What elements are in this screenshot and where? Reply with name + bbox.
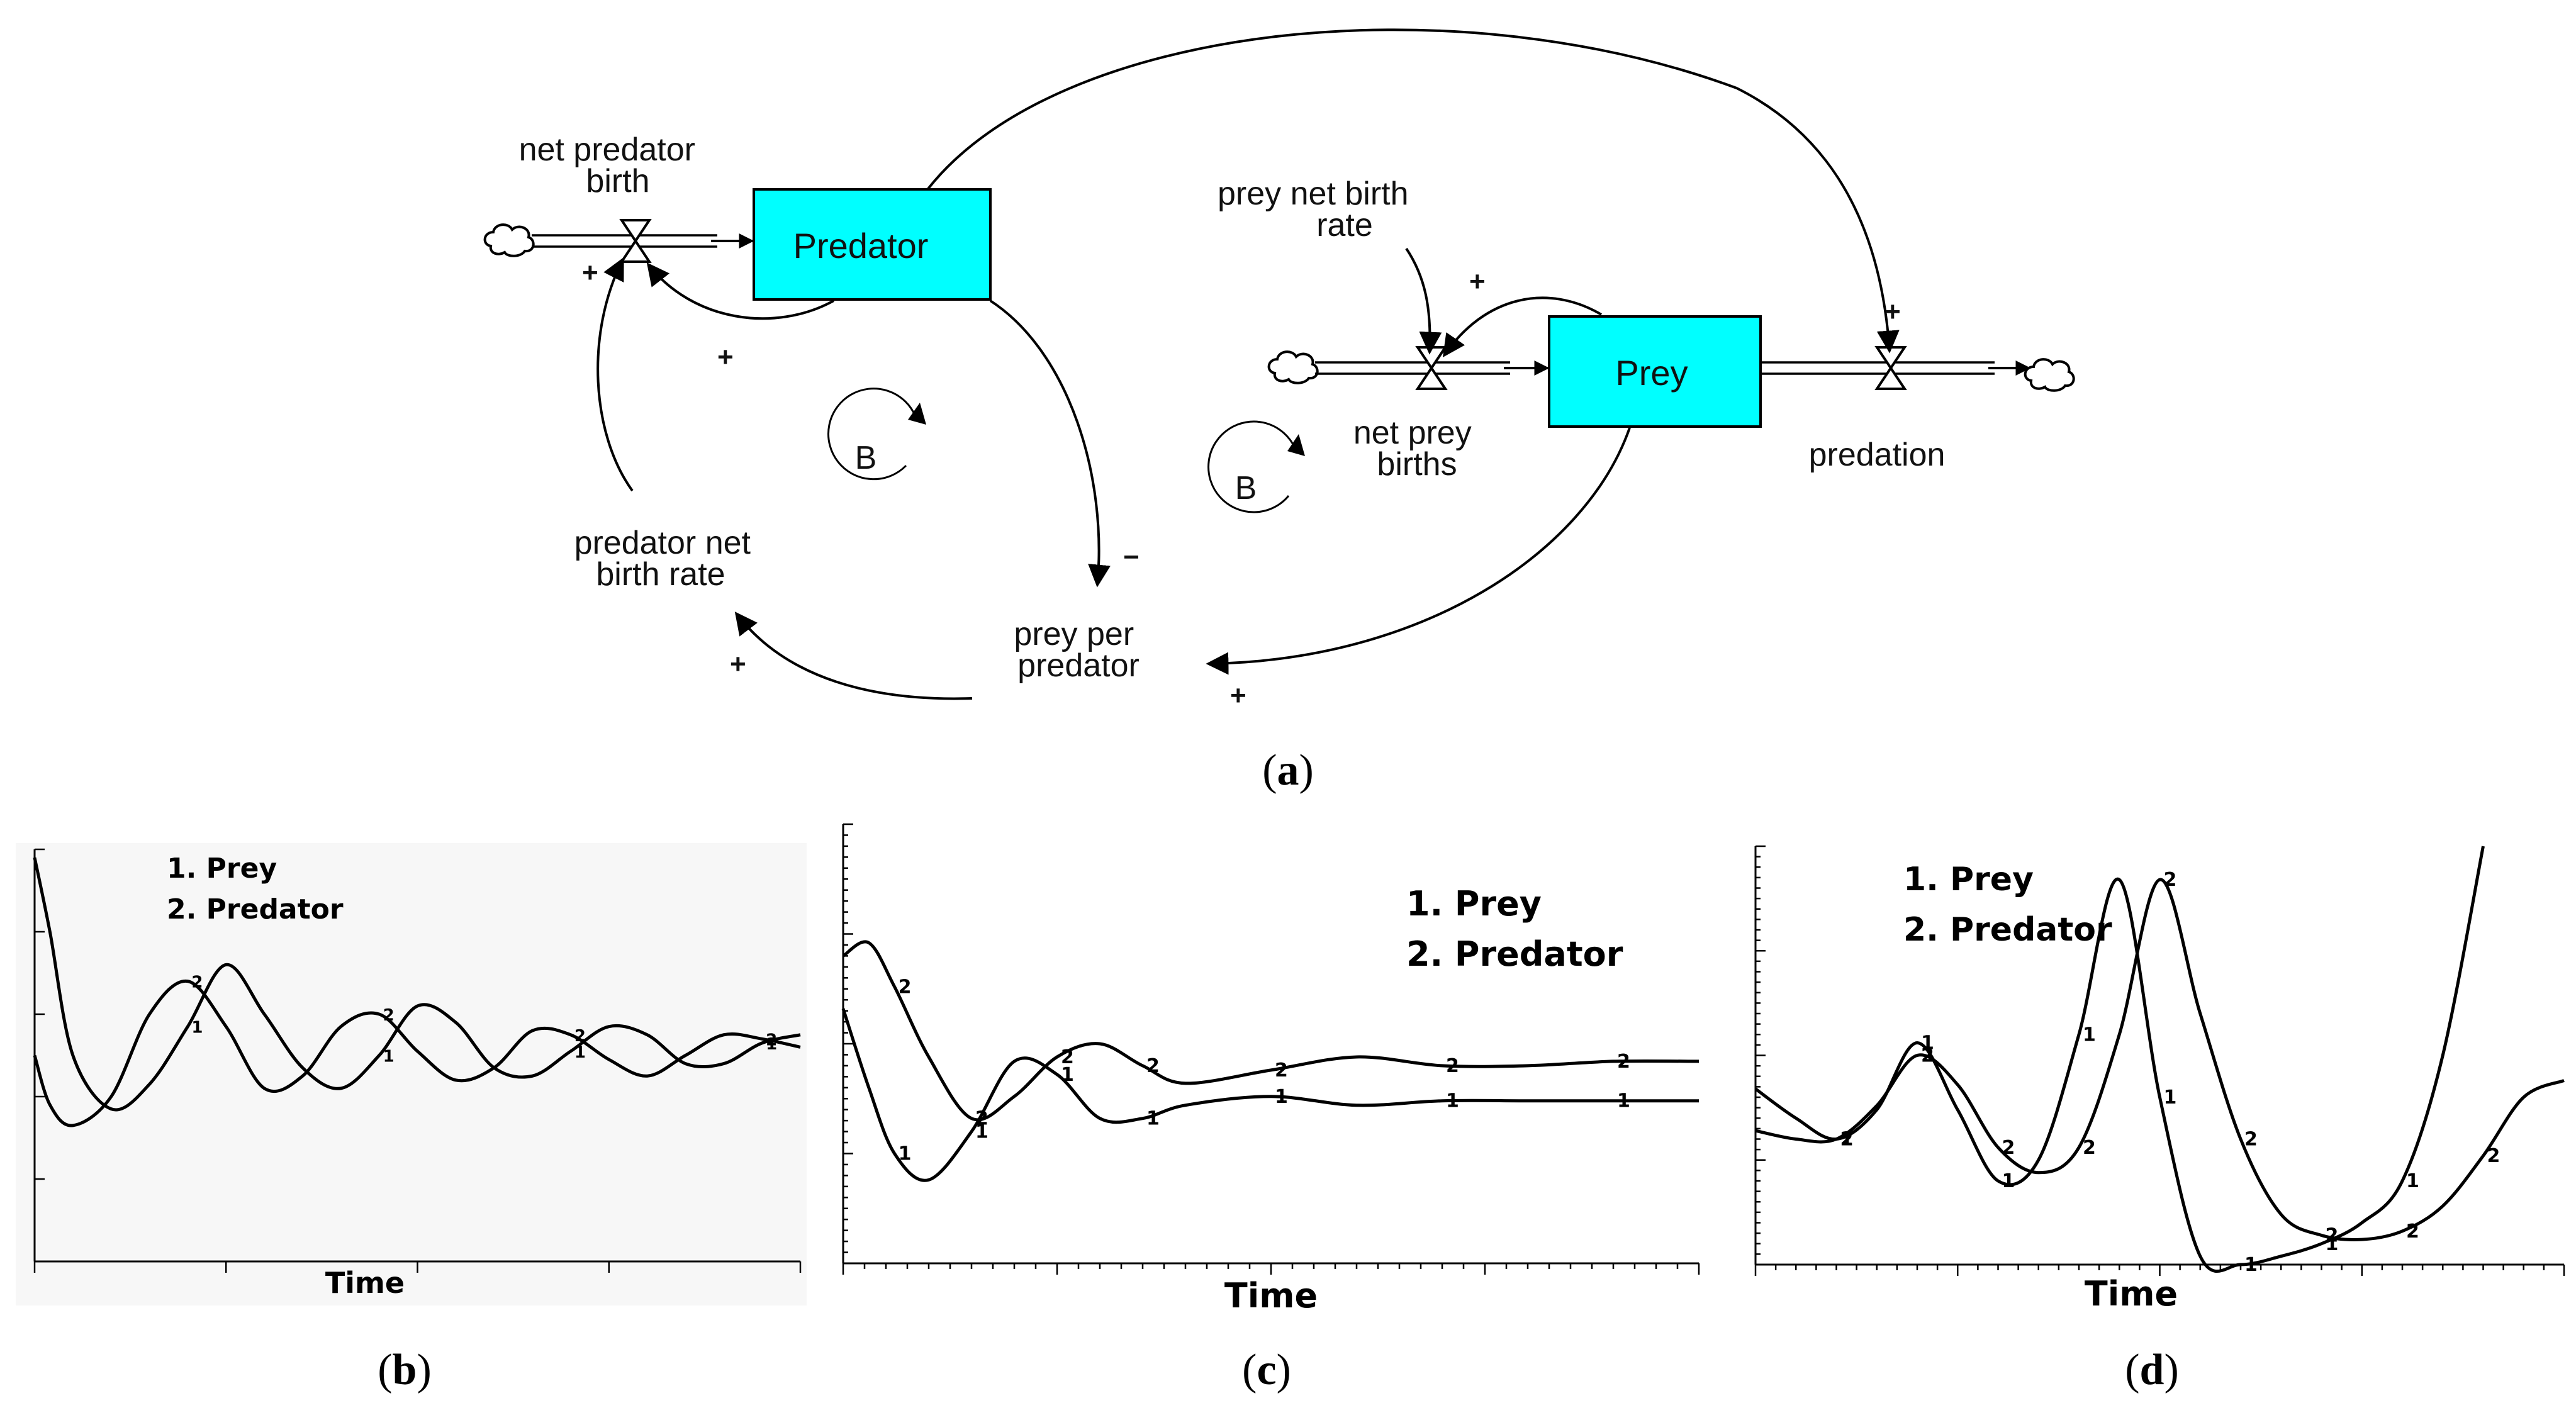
series-marker: 2 — [383, 1006, 395, 1025]
link-prey-net-birth-rate-to-net-prey-births — [1405, 247, 1442, 355]
valve-icon — [1415, 346, 1448, 390]
caption-c: (c) — [1242, 1346, 1291, 1394]
polarity-sign: + — [582, 257, 598, 288]
polarity-sign: + — [1469, 266, 1486, 297]
link-predator-to-net-predator-birth — [646, 262, 834, 320]
legend-entry: 2. Predator — [1406, 934, 1623, 974]
legend-entry: 1. Prey — [167, 852, 277, 885]
legend-entry: 2. Predator — [167, 893, 344, 925]
legend-entry: 1. Prey — [1406, 884, 1542, 924]
predator-stock[interactable]: Predator — [753, 188, 992, 301]
cloud-icon — [2024, 358, 2075, 392]
legend-entry: 1. Prey — [1903, 861, 2034, 898]
series-marker: 1 — [574, 1043, 586, 1062]
series-marker: 1 — [1275, 1086, 1288, 1108]
x-axis-label: Time — [325, 1266, 405, 1300]
polarity-sign: − — [1123, 542, 1140, 573]
x-axis-label: Time — [1224, 1276, 1318, 1316]
net-prey-births-label: net prey births — [1353, 415, 1481, 483]
predation-pipe — [1762, 361, 2031, 376]
prey-net-birth-rate-label: prey net birth rate — [1218, 176, 1418, 243]
series-marker: 2 — [2244, 1129, 2258, 1151]
series-marker: 1 — [899, 1143, 912, 1165]
valve-icon — [1874, 346, 1907, 390]
series-marker: 2 — [191, 973, 203, 992]
series-marker: 1 — [1617, 1090, 1630, 1112]
series-marker: 2 — [2487, 1145, 2500, 1167]
link-predator-net-birth-rate-to-net-predator-birth — [596, 257, 634, 492]
series-marker: 2 — [1617, 1051, 1630, 1073]
series-marker: 1 — [2002, 1170, 2015, 1192]
balancing-loop-right: B — [1207, 420, 1305, 513]
series-marker: 1 — [1446, 1090, 1459, 1112]
series-line-prey — [1754, 846, 2485, 1273]
series-line-prey — [841, 1008, 1699, 1182]
x-axis-label: Time — [2085, 1274, 2178, 1314]
cloud-icon — [1267, 350, 1319, 384]
series-marker: 2 — [2002, 1137, 2015, 1159]
link-predator-to-predation — [927, 28, 1900, 354]
net-predator-birth-pipe — [532, 233, 754, 249]
caption-a: (a) — [1262, 746, 1314, 795]
series-line-predator — [1755, 878, 2565, 1241]
stock-flow-diagram: Predator net predator birth Prey — [483, 28, 2075, 711]
series-marker: 1 — [2406, 1170, 2419, 1192]
net-prey-births-pipe — [1315, 361, 1550, 376]
prey-stock-label: Prey — [1615, 353, 1688, 393]
predator-stock-label: Predator — [793, 226, 929, 266]
caption-d: (d) — [2125, 1346, 2179, 1394]
series-marker: 2 — [2406, 1221, 2419, 1243]
series-marker: 1 — [1061, 1064, 1074, 1086]
series-marker: 1 — [2244, 1254, 2258, 1276]
series-marker: 2 — [1840, 1129, 1854, 1151]
series-marker: 1 — [1921, 1032, 1934, 1054]
cloud-icon — [483, 223, 535, 257]
loop-label: B — [1235, 470, 1257, 506]
series-marker: 1 — [383, 1048, 395, 1066]
link-predator-to-prey-per-predator — [989, 299, 1111, 588]
series-marker: 2 — [766, 1031, 777, 1049]
series-marker: 2 — [1921, 1045, 1934, 1067]
series-marker: 2 — [975, 1108, 988, 1130]
series-marker: 2 — [2164, 869, 2177, 891]
polarity-sign: + — [730, 649, 746, 679]
prey-per-predator-label: prey per predator — [1014, 616, 1143, 684]
link-prey-per-predator-to-predator-net-birth-rate — [734, 612, 973, 700]
series-marker: 2 — [1146, 1055, 1160, 1077]
series-marker: 2 — [574, 1027, 586, 1046]
polarity-sign: + — [717, 342, 734, 372]
series-marker: 1 — [975, 1121, 988, 1143]
series-marker: 1 — [191, 1019, 203, 1037]
series-marker: 2 — [1275, 1059, 1288, 1082]
predation-label: predation — [1809, 437, 1946, 473]
polarity-sign: + — [1884, 296, 1901, 327]
valve-icon — [619, 219, 652, 263]
series-line-predator — [842, 940, 1700, 1122]
legend-entry: 2. Predator — [1903, 911, 2112, 949]
prey-stock[interactable]: Prey — [1548, 315, 1762, 428]
net-predator-birth-label: net predator birth — [519, 131, 705, 199]
series-marker: 2 — [1446, 1055, 1459, 1077]
caption-b: (b) — [378, 1346, 432, 1394]
series-marker: 1 — [2164, 1087, 2177, 1109]
series-marker: 1 — [1146, 1108, 1160, 1130]
series-marker: 1 — [2083, 1024, 2096, 1046]
predator-net-birth-rate-label: predator net birth rate — [574, 525, 760, 593]
link-prey-to-prey-per-predator — [1206, 427, 1631, 675]
loop-label: B — [855, 440, 877, 476]
series-marker: 2 — [1061, 1046, 1074, 1068]
balancing-loop-left: B — [827, 388, 926, 481]
series-line-prey — [33, 857, 801, 1112]
series-marker: 2 — [2326, 1224, 2339, 1246]
link-prey-to-net-prey-births — [1442, 296, 1603, 357]
chart-background — [16, 843, 807, 1305]
series-marker: 2 — [899, 976, 912, 998]
series-line-predator — [33, 979, 801, 1127]
series-marker: 2 — [2083, 1137, 2096, 1159]
polarity-sign: + — [1230, 680, 1246, 711]
